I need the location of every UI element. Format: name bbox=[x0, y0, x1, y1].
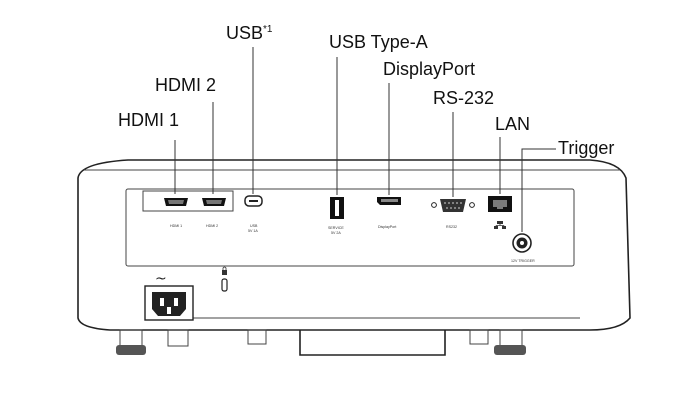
foot-center bbox=[247, 329, 267, 345]
lan-port[interactable] bbox=[488, 196, 512, 212]
callout-hdmi1: HDMI 1 bbox=[118, 110, 179, 130]
callout-rs232: RS-232 bbox=[433, 88, 494, 108]
hdmi2-port[interactable] bbox=[202, 198, 226, 206]
rs232-port[interactable] bbox=[431, 199, 475, 212]
ac-symbol: ~ bbox=[155, 271, 167, 287]
usb-panel-label-line1: USB bbox=[250, 224, 258, 228]
usb-panel-label-line2: 5V 1A bbox=[248, 229, 258, 233]
foot-right-back bbox=[469, 329, 489, 345]
kensington-lock-slot[interactable] bbox=[221, 278, 228, 292]
network-icon bbox=[494, 221, 506, 229]
rs232-panel-label: RS232 bbox=[446, 225, 457, 229]
callout-displayport: DisplayPort bbox=[383, 59, 475, 79]
hdmi-group-frame bbox=[142, 190, 234, 212]
kensington-lock-icon bbox=[222, 266, 227, 275]
usb-type-a-port[interactable] bbox=[330, 197, 344, 219]
callout-usb-text: USB bbox=[226, 23, 263, 43]
foot-left-back bbox=[167, 329, 189, 347]
trigger-port[interactable] bbox=[512, 233, 532, 253]
callout-hdmi2: HDMI 2 bbox=[155, 75, 216, 95]
foot-left-front bbox=[116, 329, 146, 355]
hdmi1-port[interactable] bbox=[164, 198, 188, 206]
callout-usb-type-a: USB Type-A bbox=[329, 32, 428, 52]
hdmi1-panel-label: HDMI 1 bbox=[170, 224, 182, 228]
trigger-panel-label: 12V TRIGGER bbox=[511, 259, 535, 263]
projector-body bbox=[77, 159, 631, 356]
service-panel-label-line1: SERVICE bbox=[328, 226, 344, 230]
hdmi2-panel-label: HDMI 2 bbox=[206, 224, 218, 228]
callout-lan: LAN bbox=[495, 114, 530, 134]
displayport-port[interactable] bbox=[377, 197, 401, 205]
callout-usb: USB*1 bbox=[226, 23, 273, 43]
displayport-panel-label: DisplayPort bbox=[378, 225, 396, 229]
trigger-leader-line bbox=[521, 148, 556, 232]
ac-power-inlet[interactable] bbox=[144, 285, 194, 321]
service-panel-label-line2: 5V 2A bbox=[331, 231, 341, 235]
foot-right-front bbox=[494, 329, 526, 355]
usb-port[interactable] bbox=[244, 195, 263, 207]
callout-trigger: Trigger bbox=[558, 138, 614, 158]
callout-usb-superscript: *1 bbox=[263, 24, 273, 35]
